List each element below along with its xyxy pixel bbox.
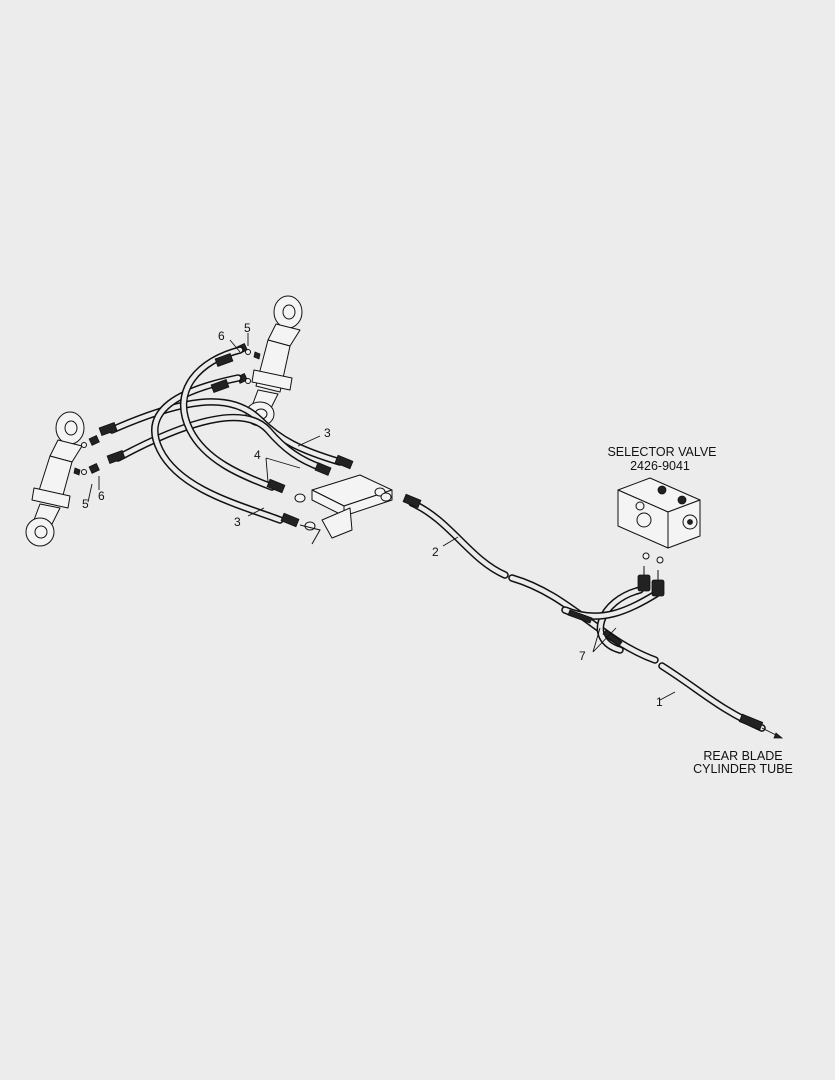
- callout-6-right: 6: [218, 329, 225, 343]
- hose-4-lower: [180, 346, 276, 491]
- cylinder-fittings: [81, 343, 251, 475]
- hose-3-lower: [151, 374, 284, 524]
- right-hydraulic-cylinder: [245, 295, 303, 427]
- hose-3-upper: [108, 398, 344, 466]
- tee-manifold: [294, 474, 393, 545]
- leader-lines: [87, 333, 676, 701]
- callout-3-upper: 3: [324, 426, 331, 440]
- destination-line2: CYLINDER TUBE: [693, 762, 793, 776]
- callout-1: 1: [656, 695, 663, 709]
- callout-6-left: 6: [98, 489, 105, 503]
- callout-5-right: 5: [244, 321, 251, 335]
- callout-5-left: 5: [82, 497, 89, 511]
- valve-loop-hoses: [561, 586, 660, 654]
- hose-4-upper: [114, 413, 326, 472]
- selector-valve-part-number: 2426-9041: [630, 459, 690, 473]
- hose-end-fittings: [98, 352, 784, 739]
- left-hydraulic-cylinder: [25, 411, 85, 547]
- callout-3-lower: 3: [234, 515, 241, 529]
- destination-line1: REAR BLADE: [703, 749, 782, 763]
- selector-valve: [617, 477, 701, 597]
- callout-7: 7: [579, 649, 586, 663]
- callout-2: 2: [432, 545, 439, 559]
- callout-4: 4: [254, 448, 261, 462]
- selector-valve-title: SELECTOR VALVE: [607, 445, 716, 459]
